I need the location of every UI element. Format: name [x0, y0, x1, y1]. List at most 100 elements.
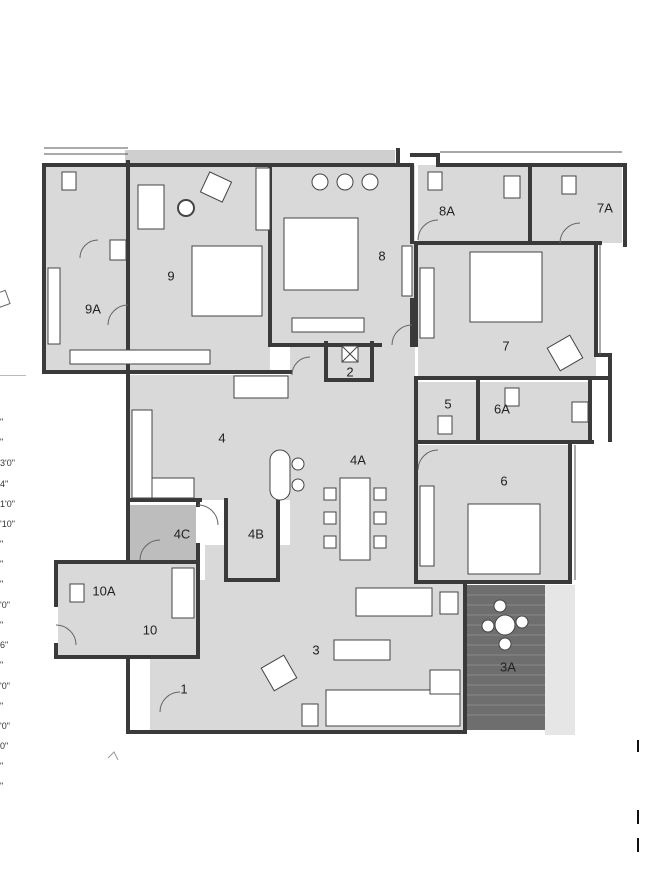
side-dimension: '10": [0, 519, 15, 529]
wardrobe-6: [419, 485, 435, 567]
armchair: [260, 654, 298, 692]
room-label-4b: 4B: [248, 526, 264, 541]
lamp: [177, 199, 195, 217]
bed-7: [469, 251, 543, 323]
sofa-9: [137, 184, 165, 230]
utility-4c-floor: [130, 505, 196, 560]
kitchen-island: [269, 449, 291, 501]
side-dimension: 4": [0, 479, 9, 489]
room-label-10a: 10A: [92, 583, 115, 598]
side-dimension: ": [0, 539, 4, 549]
wardrobe-9a: [47, 267, 61, 345]
sofa-arm: [429, 669, 461, 695]
deck-3a: [467, 585, 545, 730]
side-dimension: '0": [0, 721, 10, 731]
living-furniture: [177, 171, 584, 727]
wardrobe-7: [419, 267, 435, 339]
armchair: [546, 334, 584, 372]
kitchen-counter-top: [233, 375, 289, 399]
side-dimension: ": [0, 761, 4, 771]
side-dimension: ": [0, 437, 4, 447]
basin: [504, 387, 520, 407]
toilet: [427, 171, 443, 191]
bed-8: [283, 217, 359, 291]
side-dimension: '0": [0, 681, 10, 691]
room-label-4: 4: [218, 430, 225, 445]
small-arrow-mark: [107, 751, 119, 761]
dining-chair: [323, 511, 337, 525]
room-label-10: 10: [143, 622, 157, 637]
side-dimension: ": [0, 417, 4, 427]
side-table: [439, 591, 459, 615]
bed-6: [467, 503, 541, 575]
room-label-1: 1: [180, 681, 187, 696]
coffee-table: [333, 639, 391, 661]
basin: [109, 239, 127, 261]
bed-9: [191, 245, 263, 317]
beds: [191, 217, 543, 575]
deck-chair: [493, 599, 507, 613]
windows: [44, 147, 622, 580]
wardrobes: [47, 167, 435, 567]
upper-strip: [125, 150, 395, 166]
room-label-3a: 3A: [500, 659, 516, 674]
wardrobe-9: [69, 349, 211, 365]
room-label-9: 9: [167, 268, 174, 283]
room-label-2: 2: [346, 364, 353, 379]
door-swings: [55, 219, 581, 713]
bar-stool: [291, 478, 305, 492]
shaft-cross: [341, 345, 359, 363]
sofa-top: [355, 587, 433, 617]
basin: [503, 175, 521, 199]
room-label-7a: 7A: [597, 200, 613, 215]
room-labels: 1 2 3 3A 4 4A 4B 4C 5 6 6A 7 7A 8 8A 9 9…: [85, 200, 613, 696]
side-dimension: ": [0, 781, 4, 791]
sofa-bottom: [325, 689, 461, 727]
right-margin-mark: [637, 838, 639, 852]
deck-chair: [515, 615, 529, 629]
side-rule: [0, 375, 26, 376]
room-label-9a: 9A: [85, 301, 101, 316]
toilet: [61, 171, 77, 191]
side-strip-right: [545, 585, 575, 735]
side-dimension: 6": [0, 640, 9, 650]
dining-chair: [373, 535, 387, 549]
toilet: [437, 415, 453, 435]
chair: [311, 173, 329, 191]
chair: [361, 173, 379, 191]
deck-chair: [498, 637, 512, 651]
passage-4b-floor: [228, 500, 278, 580]
room-label-5: 5: [444, 396, 451, 411]
side-table: [301, 703, 319, 727]
room-label-6a: 6A: [494, 401, 510, 416]
chair: [336, 173, 354, 191]
room-label-8: 8: [378, 248, 385, 263]
toilet: [561, 175, 577, 195]
side-dimension: 0": [0, 741, 9, 751]
dining-chair: [373, 487, 387, 501]
room-label-8a: 8A: [439, 203, 455, 218]
dining-chair: [373, 511, 387, 525]
basin: [571, 401, 589, 423]
toilet: [69, 583, 85, 603]
walls: [42, 148, 627, 734]
kitchen-counter-left: [131, 409, 153, 499]
bench: [171, 567, 195, 619]
right-margin-mark: [637, 810, 639, 824]
deck-chair: [481, 619, 495, 633]
side-dimension: ": [0, 660, 4, 670]
kitchen-dining: [131, 375, 387, 561]
side-dimension: ": [0, 620, 4, 630]
left-edge-mark: [0, 289, 11, 309]
dining-table: [339, 477, 371, 561]
bar-stool: [291, 457, 305, 471]
room-label-4a: 4A: [350, 452, 366, 467]
armchair: [199, 171, 233, 203]
desk-9: [255, 167, 271, 231]
bathroom-fixtures: [61, 171, 589, 619]
room-label-4c: 4C: [174, 526, 191, 541]
side-dimension: ": [0, 579, 4, 589]
room-label-7: 7: [502, 338, 509, 353]
room-label-3: 3: [312, 642, 319, 657]
